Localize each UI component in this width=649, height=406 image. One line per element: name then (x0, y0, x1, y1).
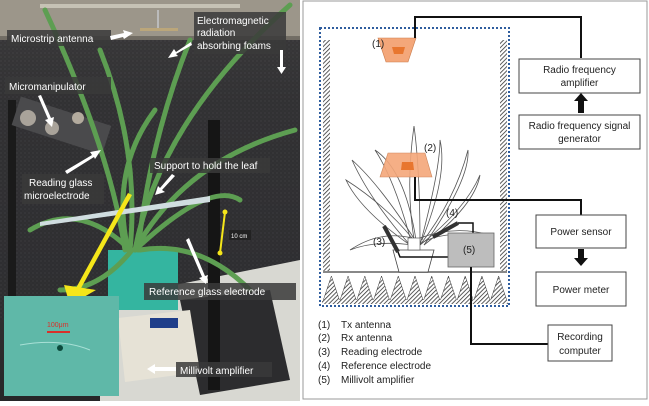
rf-amplifier-box (518, 58, 641, 94)
svg-text:Millivolt amplifier: Millivolt amplifier (180, 366, 254, 377)
wire-reference-amplifier (458, 222, 474, 233)
label-reading-electrode: Reading glass microelectrode (22, 174, 104, 204)
pot-outline (392, 249, 435, 273)
recording-computer-label-1: Recording (557, 332, 603, 343)
label-micromanipulator: Micromanipulator (5, 77, 111, 94)
rf-generator-label-2: generator (558, 134, 601, 145)
legend-num: (3) (318, 347, 330, 358)
svg-text:Electromagnetic: Electromagnetic (197, 16, 269, 27)
power-sensor-box (535, 214, 627, 249)
micromanipulator-stand (8, 100, 16, 310)
svg-text:Support to hold the leaf: Support to hold the leaf (154, 161, 258, 172)
rx-antenna-patch (401, 162, 414, 170)
shielded-chamber (319, 27, 510, 307)
svg-text:Reading glass: Reading glass (29, 178, 92, 189)
legend-text: Reading electrode (341, 347, 423, 358)
inset-texture (19, 341, 91, 351)
rf-amplifier-label-1: Radio frequency (543, 65, 616, 76)
arrow-millivolt-amplifier (147, 364, 176, 374)
legend: (1) Tx antenna (2) Rx antenna (3) Readin… (318, 320, 431, 386)
legend-text: Tx antenna (341, 320, 391, 331)
absorber-base (322, 300, 508, 304)
power-sensor-label: Power sensor (550, 227, 612, 238)
marker-reference: (4) (446, 208, 458, 219)
plant-stem (407, 237, 421, 251)
label-absorbing-foams: Electromagnetic radiation absorbing foam… (194, 12, 286, 54)
support-stand (208, 120, 220, 390)
wire-rx-power-sensor (414, 177, 582, 215)
arrow-reading-electrode (65, 150, 101, 174)
arrow-reference-electrode (186, 238, 208, 284)
antenna-rod (157, 10, 159, 30)
wire-reading-amplifier (397, 251, 448, 258)
wire-tx-rf-amplifier (414, 16, 582, 58)
legend-num: (2) (318, 333, 330, 344)
legend-text: Reference electrode (341, 361, 431, 372)
reference-electrode (432, 221, 459, 239)
scale-10cm-label: 10 cm (231, 234, 247, 240)
absorber-left-wall (323, 40, 330, 272)
scale-10cm-end (222, 209, 228, 215)
power-meter-box (535, 271, 627, 307)
arrow-micromanipulator (38, 95, 54, 127)
svg-text:Micromanipulator: Micromanipulator (9, 82, 86, 93)
absorber-right-wall (500, 40, 507, 272)
diagram-panel: (1) (2) (3) (4) (5) Radio frequency ampl… (302, 0, 649, 401)
marker-amplifier: (5) (463, 245, 475, 256)
arrow-sensor-meter-shaft (578, 249, 584, 259)
wire-amplifier-recording (470, 267, 548, 345)
svg-text:microelectrode: microelectrode (24, 191, 90, 202)
millivolt-amplifier-box (447, 232, 495, 268)
inset-scale-label: 100μm (47, 322, 69, 329)
rf-amplifier-label-2: amplifier (561, 78, 599, 89)
schematic-diagram: (1) (2) (3) (4) (5) Radio frequency ampl… (302, 0, 648, 400)
label-support-leaf: Support to hold the leaf (150, 158, 270, 173)
scale-10cm-label-bg (229, 230, 251, 240)
recording-computer-box (547, 324, 613, 362)
svg-text:radiation: radiation (197, 28, 235, 39)
legend-text: Rx antenna (341, 333, 393, 344)
power-meter-label: Power meter (553, 285, 610, 296)
arrow-absorbing-foams-down (277, 50, 286, 74)
tx-antenna-patch (392, 47, 405, 54)
ceiling-light (40, 4, 240, 8)
legend-num: (5) (318, 375, 330, 386)
scale-10cm-line (219, 211, 226, 254)
inset-pointer (76, 193, 132, 290)
micromanipulator-device (11, 96, 112, 155)
scale-10cm-end (217, 250, 223, 256)
legend-num: (1) (318, 320, 330, 331)
leaf-support (40, 196, 210, 226)
arrow-generator-amplifier-shaft (578, 100, 584, 113)
svg-text:Reference glass electrode: Reference glass electrode (149, 287, 266, 298)
arrow-absorbing-foams-left (168, 42, 192, 58)
label-reference-electrode: Reference glass electrode (144, 283, 296, 300)
marker-tx: (1) (372, 39, 384, 50)
legend-num: (4) (318, 361, 330, 372)
rf-generator-box (518, 114, 641, 150)
arrow-microstrip-antenna (110, 30, 133, 40)
photo-illustration: 10 cm 100μm Microstrip antenna Electroma… (0, 0, 300, 401)
photo-panel: 10 cm 100μm Microstrip antenna Electroma… (0, 0, 300, 401)
reading-electrode (382, 225, 400, 253)
connector (150, 318, 178, 328)
marker-rx: (2) (424, 143, 436, 154)
rf-generator-label-1: Radio frequency signal (529, 121, 631, 132)
legend-text: Millivolt amplifier (341, 375, 415, 386)
marker-reading: (3) (373, 237, 385, 248)
arrow-support-leaf (155, 174, 175, 195)
recording-computer-label-2: computer (559, 346, 601, 357)
microstrip-antenna (140, 28, 178, 31)
electrode-puncture (57, 345, 63, 351)
label-millivolt-amplifier: Millivolt amplifier (176, 362, 272, 377)
arrow-sensor-meter-head (574, 258, 588, 266)
label-microstrip-antenna: Microstrip antenna (7, 30, 111, 46)
svg-text:absorbing foams: absorbing foams (197, 41, 271, 52)
svg-text:Microstrip antenna: Microstrip antenna (11, 34, 94, 45)
arrow-generator-amplifier-head (574, 93, 588, 101)
